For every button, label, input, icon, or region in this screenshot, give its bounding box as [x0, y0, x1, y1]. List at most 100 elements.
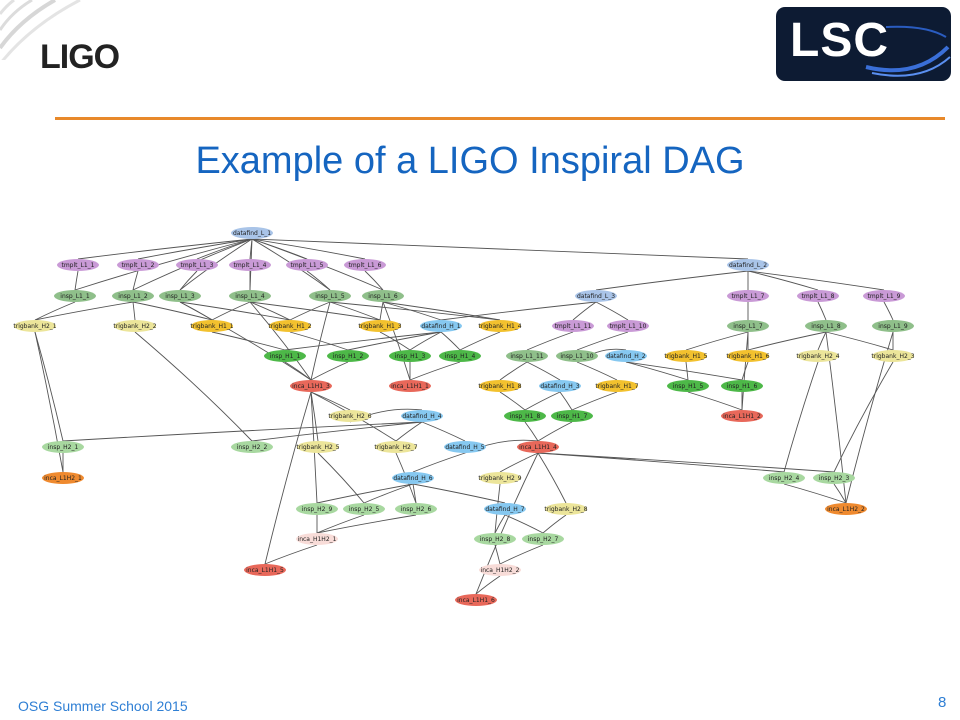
- dag-node-datafind-l-2: datafind_L_2: [727, 259, 769, 271]
- dag-node-shape: [42, 441, 84, 453]
- dag-node-shape: [286, 259, 328, 271]
- dag-node-label: datafind_L_3: [577, 293, 615, 300]
- dag-node-shape: [362, 290, 404, 302]
- dag-edge: [747, 270, 885, 291]
- dag-node-label: datafind_H_4: [402, 413, 441, 420]
- dag-node-trigbank-h2-9: trigbank_H2_9: [478, 472, 522, 484]
- dag-edge: [409, 331, 442, 351]
- dag-node-label: insp_H1_6: [727, 383, 758, 390]
- dag-node-datafind-h-4: datafind_H_4: [401, 410, 443, 422]
- dag-edge: [289, 301, 331, 321]
- dag-node-shape: [296, 533, 338, 545]
- dag-node-shape: [552, 320, 594, 332]
- inspiral-dag-diagram: datafind_L_1 tmplt_L1_1 tmplt_L1_2 tmplt_L1…: [13, 227, 915, 606]
- dag-node-inca-h1h2-2: inca_H1H2_2: [479, 564, 521, 576]
- dag-node-tmplt-l1-1: tmplt_L1_1: [57, 259, 99, 271]
- dag-edge: [499, 452, 539, 473]
- dag-node-shape: [545, 503, 587, 515]
- dag-node-shape: [389, 380, 431, 392]
- dag-edge: [412, 483, 506, 504]
- dag-edge: [34, 331, 64, 442]
- dag-node-label: tmplt_L1_1: [61, 262, 94, 269]
- dag-node-label: trigbank_H1_3: [358, 323, 401, 330]
- dag-node-label: insp_H2_4: [769, 475, 800, 482]
- dag-edge: [249, 301, 312, 381]
- dag-node-insp-l1-7: insp_L1_7: [727, 320, 769, 332]
- dag-node-shape: [231, 441, 273, 453]
- dag-node-inca-h1h2-1: inca_H1H2_1: [296, 533, 338, 545]
- dag-node-shape: [665, 350, 707, 362]
- dag-node-label: trigbank_H1_2: [268, 323, 311, 330]
- dag-node-shape: [159, 290, 201, 302]
- dag-node-label: trigbank_H1_8: [478, 383, 521, 390]
- dag-edge: [741, 331, 749, 411]
- dag-edge: [440, 301, 597, 321]
- dag-node-datafind-h-1: datafind_H_1: [420, 320, 462, 332]
- dag-edge: [883, 301, 894, 321]
- dag-node-label: datafind_L_1: [233, 230, 271, 237]
- dag-node-insp-h2-6: insp_H2_6: [395, 503, 437, 515]
- dag-edge: [179, 270, 198, 291]
- dag-node-shape: [863, 290, 905, 302]
- dag-edge: [137, 238, 253, 260]
- lsc-swoosh-icon: [865, 25, 951, 77]
- dag-edge: [310, 361, 349, 381]
- dag-node-tmplt-l1-7: tmplt_L1_7: [727, 290, 769, 302]
- dag-node-shape: [117, 259, 159, 271]
- dag-node-label: datafind_L_2: [729, 262, 767, 269]
- dag-edge: [783, 483, 847, 504]
- dag-edge: [132, 270, 139, 291]
- dag-edge: [412, 452, 466, 473]
- dag-node-label: insp_L1_4: [235, 293, 265, 300]
- dag-node-label: insp_H2_6: [401, 506, 432, 513]
- dag-node-label: insp_H1_4: [445, 353, 476, 360]
- dag-edge: [347, 331, 442, 351]
- dag-node-insp-l1-4: insp_L1_4: [229, 290, 271, 302]
- dag-edge: [625, 361, 689, 381]
- dag-node-insp-h2-4: insp_H2_4: [763, 472, 805, 484]
- dag-edge: [179, 301, 312, 381]
- dag-node-shape: [269, 320, 311, 332]
- dag-nodes: datafind_L_1 tmplt_L1_1 tmplt_L1_2 tmplt_L1…: [13, 227, 915, 606]
- dag-node-shape: [479, 380, 521, 392]
- dag-node-label: insp_L1_7: [733, 323, 763, 330]
- dag-node-shape: [727, 290, 769, 302]
- dag-node-shape: [825, 503, 867, 515]
- dag-edge: [494, 514, 506, 534]
- dag-edge: [595, 301, 629, 321]
- dag-edge: [132, 301, 213, 321]
- dag-node-shape: [439, 350, 481, 362]
- dag-edge: [289, 331, 349, 351]
- dag-node-label: tmplt_L1_2: [121, 262, 154, 269]
- dag-edge: [134, 331, 253, 442]
- dag-edge: [537, 452, 835, 473]
- dag-edge: [685, 331, 749, 351]
- dag-edge: [284, 331, 442, 351]
- dag-node-shape: [484, 503, 526, 515]
- dag-edge: [833, 361, 894, 473]
- dag-edge: [264, 391, 312, 565]
- dag-node-label: insp_H2_2: [237, 444, 268, 451]
- dag-edge: [817, 331, 827, 351]
- dag-node-label: insp_L1_2: [118, 293, 148, 300]
- dag-node-shape: [805, 320, 847, 332]
- dag-node-label: inca_L1H1_5: [246, 567, 284, 574]
- dag-node-label: trigbank_H1_6: [726, 353, 769, 360]
- dag-node-trigbank-h1-7: trigbank_H1_7: [595, 380, 639, 392]
- dag-node-trigbank-h2-8: trigbank_H2_8: [544, 503, 588, 515]
- dag-node-tmplt-l1-6: tmplt_L1_6: [344, 259, 386, 271]
- dag-node-trigbank-h1-4: trigbank_H1_4: [478, 320, 522, 332]
- dag-edge: [825, 331, 894, 351]
- dag-node-shape: [392, 472, 434, 484]
- dag-edge: [284, 361, 312, 381]
- dag-edge: [34, 331, 64, 473]
- dag-edge: [499, 544, 544, 565]
- dag-node-label: trigbank_H2_9: [478, 475, 521, 482]
- dag-edge: [687, 391, 743, 411]
- dag-node-label: insp_L1_6: [368, 293, 398, 300]
- dag-edge: [382, 301, 501, 321]
- dag-node-shape: [667, 380, 709, 392]
- dag-node-shape: [290, 380, 332, 392]
- dag-node-shape: [556, 350, 598, 362]
- dag-node-shape: [455, 594, 497, 606]
